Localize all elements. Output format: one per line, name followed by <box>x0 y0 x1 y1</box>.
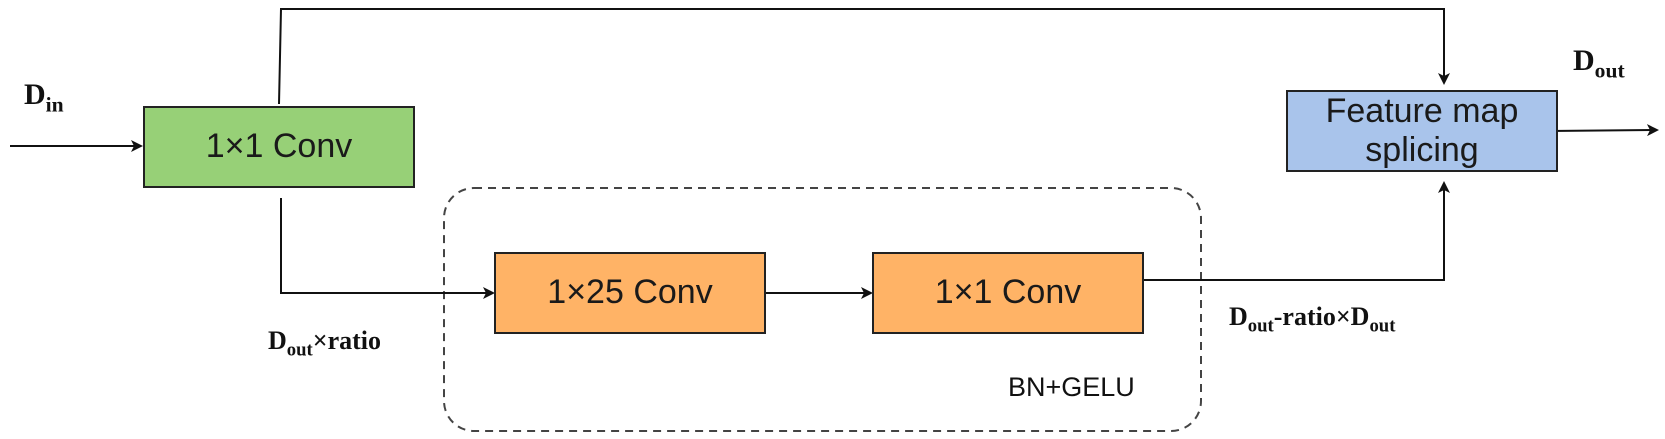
conv-1x25-label: 1×25 Conv <box>547 273 713 312</box>
conv-1x25-block: 1×25 Conv <box>494 252 766 334</box>
d-out-ratio-label: Dout×ratio <box>268 326 382 361</box>
bn-gelu-label: BN+GELU <box>1008 372 1135 402</box>
d-out-label: Dout <box>1573 44 1625 83</box>
output-arrow <box>1548 124 1659 137</box>
d-in-label: Din <box>24 78 64 117</box>
conv-1x1-input-label: 1×1 Conv <box>205 127 353 166</box>
conv-1x1-input-block: 1×1 Conv <box>143 106 415 188</box>
conv1-to-splice-arrow <box>1144 181 1450 281</box>
bn-gelu-group <box>443 187 1202 432</box>
conv-1x1-block: 1×1 Conv <box>872 252 1144 334</box>
d-out-minus-ratio-label: Dout-ratio×Dout <box>1229 302 1396 337</box>
feature-map-splicing-label: Feature map splicing <box>1325 91 1519 169</box>
feature-map-splicing-block: Feature map splicing <box>1286 90 1558 172</box>
branch-arrow <box>280 198 495 299</box>
conv-1x1-label: 1×1 Conv <box>934 273 1082 312</box>
skip-connection-arrow <box>278 8 1450 105</box>
